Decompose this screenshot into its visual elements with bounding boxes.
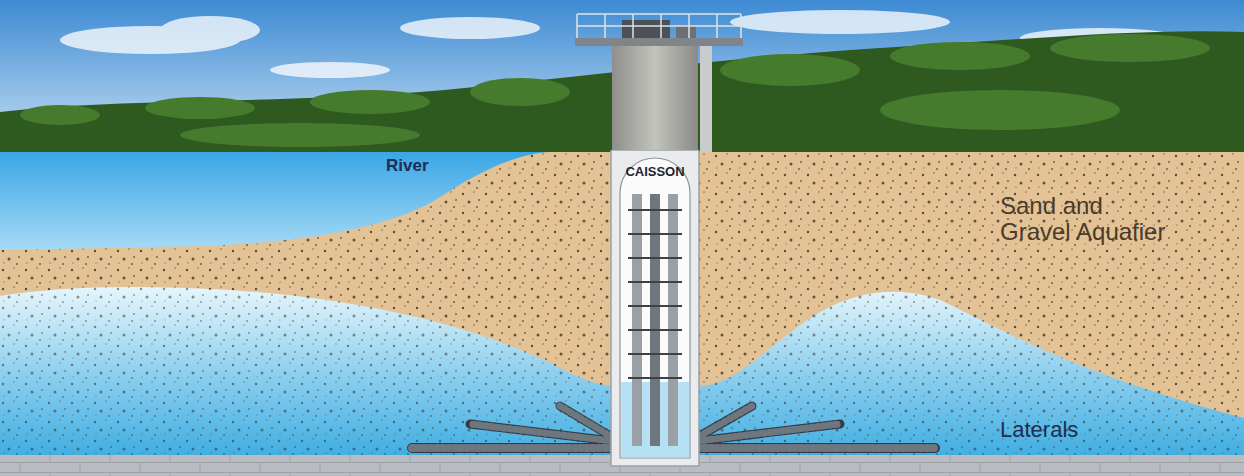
cloud	[160, 16, 260, 44]
gravel-texture	[0, 152, 1244, 476]
pipe-bracket	[628, 329, 682, 331]
pipe-bracket	[628, 233, 682, 235]
support-pillar	[700, 46, 712, 152]
pipe-bracket	[628, 281, 682, 283]
pipe-bracket	[628, 353, 682, 355]
aquifer-label: Sand and Gravel Aquafier	[1000, 193, 1174, 246]
tree-clump	[310, 90, 430, 114]
tree-clump	[20, 105, 100, 125]
cloud	[730, 10, 950, 34]
cloud	[270, 62, 390, 78]
pipe-bracket	[628, 377, 682, 379]
sky	[0, 0, 1244, 160]
caisson-shaft: CAISSON	[608, 150, 702, 468]
shaft-chamber	[620, 158, 690, 458]
railing	[577, 14, 741, 38]
cloud	[400, 17, 540, 39]
tree-clump	[470, 78, 570, 106]
pipe-rib	[412, 444, 612, 452]
pipe-rib	[698, 444, 935, 452]
tree-clump	[880, 90, 1120, 130]
riser-pipe	[650, 194, 660, 446]
caisson-tower	[575, 14, 743, 154]
pipe-bracket	[628, 305, 682, 307]
shaft-wall	[611, 150, 699, 466]
lateral-pipe	[412, 443, 612, 453]
tree-clump	[180, 123, 420, 147]
lateral-pipe	[698, 443, 935, 453]
caisson-title: CAISSON	[608, 164, 702, 179]
platform	[575, 38, 743, 46]
caisson-outline	[608, 150, 702, 468]
tree-clump	[145, 97, 255, 119]
pipe-bracket	[628, 209, 682, 211]
pipe-rib	[560, 406, 612, 437]
pipe-bracket	[628, 257, 682, 259]
river-label: River	[386, 157, 429, 176]
laterals-label: Laterals	[1000, 418, 1078, 442]
pipe-rib	[698, 406, 752, 437]
pump-equipment	[676, 26, 696, 38]
riser-pipe	[632, 194, 642, 446]
pump-equipment	[622, 20, 670, 38]
sand-gravel-ground	[0, 152, 1244, 476]
tree-clump	[1050, 34, 1210, 62]
riser-pipe	[668, 194, 678, 446]
forest-hill	[0, 31, 1244, 155]
river-water	[0, 152, 548, 250]
tree-clump	[720, 54, 860, 86]
concrete-tower	[612, 44, 698, 154]
tree-clump	[890, 42, 1030, 70]
